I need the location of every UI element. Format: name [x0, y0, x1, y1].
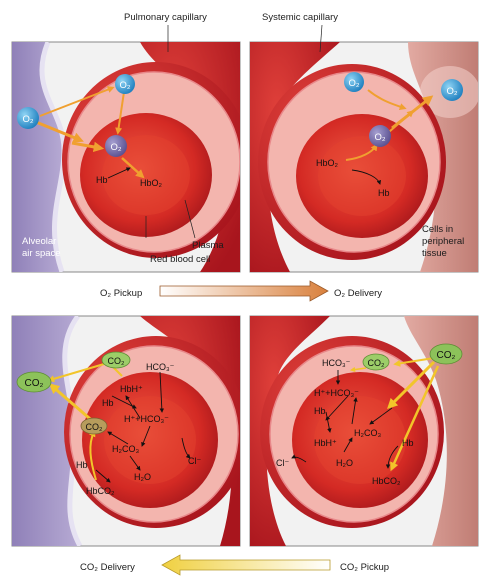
cl-label: Cl⁻ [276, 458, 289, 468]
panel-co2-delivery: CO₂ CO₂ CO₂ HCO₃⁻ HbH⁺ Hb H⁺+HCO₃⁻ H₂CO₃… [11, 315, 241, 547]
o2-molecule [115, 74, 135, 94]
hb-label: Hb [102, 398, 114, 408]
co2-molecule [362, 353, 390, 371]
o2-plasma-label: O₂ [119, 80, 130, 91]
co2-molecule [429, 343, 463, 365]
panel-o2-delivery: O₂ O₂ O₂ HbO₂ Hb Cells in peripheral tis… [249, 24, 479, 273]
h-hco3-label: H⁺+HCO₃⁻ [124, 414, 169, 424]
hbh-label: HbH⁺ [314, 438, 337, 448]
h2co3-label: H₂CO₃ [112, 444, 139, 454]
hbo2-label: HbO₂ [140, 178, 163, 188]
o2-molecule [17, 107, 39, 129]
h2o-label: H₂O [134, 472, 151, 482]
co2-tissue-label: CO₂ [437, 350, 456, 361]
hb-label: Hb [314, 406, 326, 416]
o2-tissue-label: O₂ [446, 86, 457, 97]
hb-right-label: Hb [402, 438, 414, 448]
co2-plasma-label: CO₂ [368, 358, 386, 368]
systemic-capillary-label: Systemic capillary [262, 12, 338, 23]
o2-plasma-label: O₂ [348, 78, 359, 89]
hbh-label: HbH⁺ [120, 384, 143, 394]
hbco2-label: HbCO₂ [372, 476, 401, 486]
alveolar-label-1: Alveolar [22, 236, 56, 247]
cells-label-1: Cells in [422, 224, 453, 235]
hb-label: Hb [96, 175, 108, 185]
h-hco3-label: H⁺+HCO₃⁻ [314, 388, 359, 398]
panel-o2-pickup: O₂ O₂ O₂ Hb HbO₂ Alveolar air space Plas… [11, 25, 241, 273]
co2-molecule [16, 371, 52, 393]
cl-label: Cl⁻ [188, 456, 201, 466]
o2-delivery-label: O₂ Delivery [334, 288, 382, 299]
h2o-label: H₂O [336, 458, 353, 468]
alveolus [12, 42, 64, 272]
o2-cell-label: O₂ [374, 132, 385, 143]
cells-label-3: tissue [422, 248, 447, 259]
co2-plasma-label: CO₂ [108, 356, 126, 366]
co2-pickup-label: CO₂ Pickup [340, 562, 389, 573]
o2-direction-arrow: O₂ Pickup O₂ Delivery [100, 280, 382, 302]
o2-molecule [344, 72, 364, 92]
hbo2-label: HbO₂ [316, 158, 339, 168]
tissue [404, 316, 478, 546]
red-blood-cell-label: Red blood cell [150, 254, 210, 265]
hco3-label: HCO₃⁻ [322, 358, 351, 368]
capillary-wall [250, 316, 330, 546]
hb-low-label: Hb [76, 460, 88, 470]
plasma-label: Plasma [192, 240, 224, 251]
co2-molecule [101, 351, 131, 369]
co2-air-label: CO₂ [25, 378, 44, 389]
panel-co2-pickup: CO₂ CO₂ HCO₃⁻ H⁺+HCO₃⁻ Hb H₂CO₃ HbH⁺ Hb … [249, 315, 479, 547]
hb-label: Hb [378, 188, 390, 198]
co2-molecule [80, 417, 108, 435]
pulmonary-capillary-label: Pulmonary capillary [124, 12, 207, 23]
hbco2-label: HbCO₂ [86, 486, 115, 496]
o2-alveolus-label: O₂ [22, 114, 33, 125]
o2-molecule [369, 125, 391, 147]
co2-delivery-label: CO₂ Delivery [80, 562, 135, 573]
h2co3-label: H₂CO₃ [354, 428, 381, 438]
o2-pickup-label: O₂ Pickup [100, 288, 142, 299]
co2-cell-label: CO₂ [86, 422, 104, 432]
capillary-wall [250, 42, 340, 272]
cells-label-2: peripheral [422, 236, 464, 247]
co2-direction-arrow: CO₂ Delivery CO₂ Pickup [80, 554, 389, 576]
hco3-label: HCO₃⁻ [146, 362, 175, 372]
alveolar-label-2: air space [22, 248, 61, 259]
o2-molecule [105, 135, 127, 157]
o2-cell-label: O₂ [110, 142, 121, 153]
o2-molecule [441, 79, 463, 101]
